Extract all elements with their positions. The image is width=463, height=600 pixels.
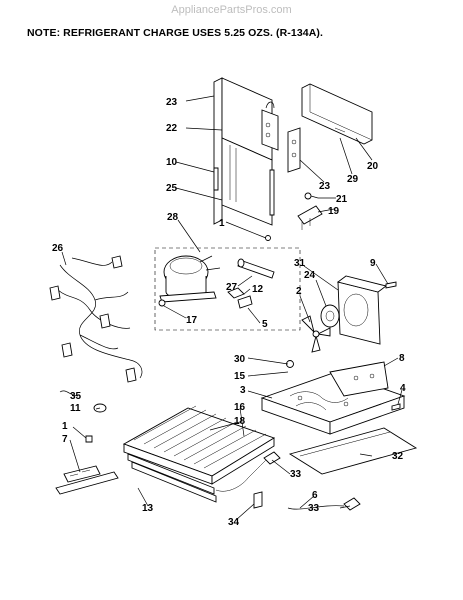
callout-26: 26 (52, 243, 64, 254)
fan-bracket (336, 275, 388, 345)
callout-24: 24 (304, 270, 316, 281)
pan-bracket-8 (329, 361, 389, 397)
callout-5: 5 (262, 319, 268, 330)
callout-29: 29 (347, 174, 359, 185)
callout-27: 27 (226, 282, 238, 293)
screw-1-top (265, 235, 271, 241)
callout-11: 11 (70, 403, 81, 414)
relay-12 (227, 287, 253, 309)
air-duct (287, 83, 373, 173)
screw-9 (385, 281, 397, 289)
grommet-17 (158, 299, 166, 307)
wire-harness (49, 255, 143, 383)
callout-2: 2 (296, 286, 302, 297)
callout-23-top: 23 (166, 97, 178, 108)
callout-13: 13 (142, 503, 154, 514)
screw-1-left (85, 435, 93, 443)
callout-labels: 23 22 10 25 20 29 23 21 19 28 1 26 31 9 … (52, 97, 406, 528)
callout-8: 8 (399, 353, 405, 364)
clip-33-b (343, 497, 361, 511)
fan-motor (320, 304, 340, 328)
callout-33-lower: 33 (308, 503, 320, 514)
callout-18: 18 (234, 416, 246, 427)
callout-1-left: 1 (62, 421, 68, 432)
wire-6 (287, 505, 345, 510)
callout-15: 15 (234, 371, 246, 382)
clip-33-a (263, 451, 281, 465)
callout-16: 16 (234, 402, 246, 413)
callout-19: 19 (328, 206, 340, 217)
callout-30: 30 (234, 354, 246, 365)
compressor-box (154, 247, 301, 331)
callout-12: 12 (252, 284, 264, 295)
callout-6: 6 (312, 490, 318, 501)
callout-22: 22 (166, 123, 178, 134)
callout-35: 35 (70, 391, 82, 402)
callout-20: 20 (367, 161, 379, 172)
compressor (159, 255, 221, 303)
callout-4: 4 (400, 383, 406, 394)
refrigerant-note: NOTE: REFRIGERANT CHARGE USES 5.25 OZS. … (27, 27, 324, 39)
condenser-shroud (213, 77, 279, 226)
callout-7: 7 (62, 434, 68, 445)
callout-1-top: 1 (219, 218, 225, 229)
leader-lines (61, 95, 403, 521)
callout-33-upper: 33 (290, 469, 302, 480)
drain-pan-32 (288, 427, 418, 475)
evaporator-coil (122, 405, 276, 503)
heater-7 (55, 465, 119, 495)
callout-3: 3 (240, 385, 246, 396)
callout-10: 10 (166, 157, 178, 168)
screw-21 (304, 192, 319, 200)
callout-28: 28 (167, 212, 179, 223)
thermostat-11 (59, 390, 107, 413)
callout-21: 21 (336, 194, 348, 205)
watermark: AppliancePartsPros.com (171, 4, 292, 16)
callout-34: 34 (228, 517, 240, 528)
callout-32: 32 (392, 451, 404, 462)
thermistor-34 (253, 491, 263, 509)
screw-4 (391, 403, 401, 411)
drier-27 (237, 258, 275, 279)
callout-17: 17 (186, 315, 198, 326)
callout-25: 25 (166, 183, 178, 194)
callout-31: 31 (294, 258, 306, 269)
fan-blade (301, 315, 331, 353)
callout-9: 9 (370, 258, 376, 269)
callout-23-right: 23 (319, 181, 331, 192)
clip-19 (297, 205, 323, 230)
